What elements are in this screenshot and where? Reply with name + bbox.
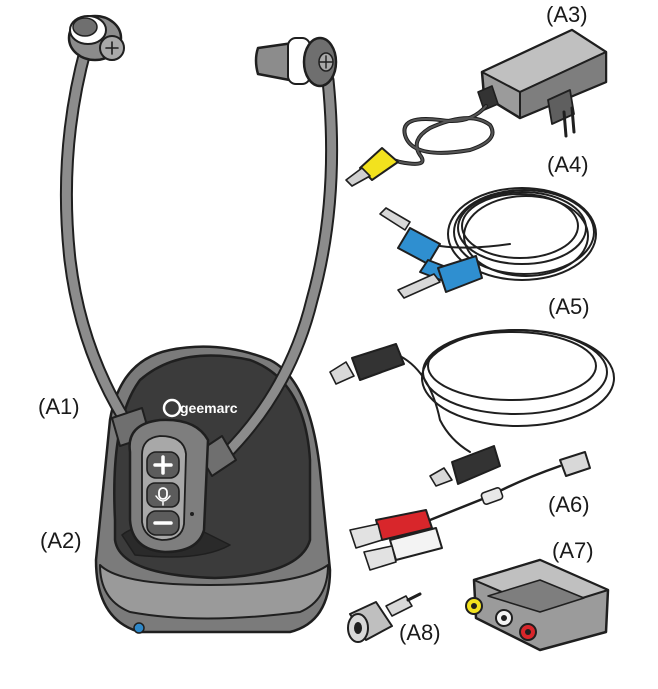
label-a1: (A1): [38, 394, 80, 419]
microphone-button: [146, 482, 180, 508]
power-adapter: [345, 28, 608, 187]
label-a5: (A5): [548, 294, 590, 319]
power-indicator-icon: [133, 622, 145, 634]
jack-adapter: [347, 592, 422, 643]
volume-down-button: [146, 510, 180, 536]
label-a7: (A7): [552, 538, 594, 563]
right-earbud: [254, 36, 338, 88]
label-a6: (A6): [548, 492, 590, 517]
left-earbud: [67, 14, 125, 62]
geemarc-logo: geemarc: [162, 398, 238, 418]
scart-adapter: [465, 558, 610, 652]
svg-text:geemarc: geemarc: [180, 400, 238, 416]
volume-up-button: [146, 451, 180, 479]
label-a3: (A3): [546, 2, 588, 27]
stethoscope-headset: [59, 14, 339, 554]
rca-y-cable: [349, 451, 591, 571]
microphone-icon: [158, 487, 168, 500]
control-pod: [128, 418, 210, 554]
label-a4: (A4): [547, 152, 589, 177]
label-a8: (A8): [399, 620, 441, 645]
optical-cable: [329, 329, 615, 487]
label-a2: (A2): [40, 528, 82, 553]
jack-cable: [379, 187, 597, 299]
